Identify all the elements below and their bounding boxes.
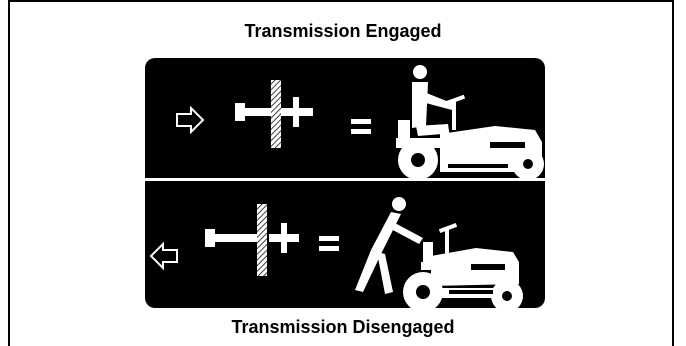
transmission-engaged-label: Transmission Engaged — [0, 21, 686, 42]
transmission-decal-panel — [145, 58, 545, 308]
decal-divider — [145, 178, 545, 181]
transmission-disengaged-label: Transmission Disengaged — [0, 317, 686, 338]
